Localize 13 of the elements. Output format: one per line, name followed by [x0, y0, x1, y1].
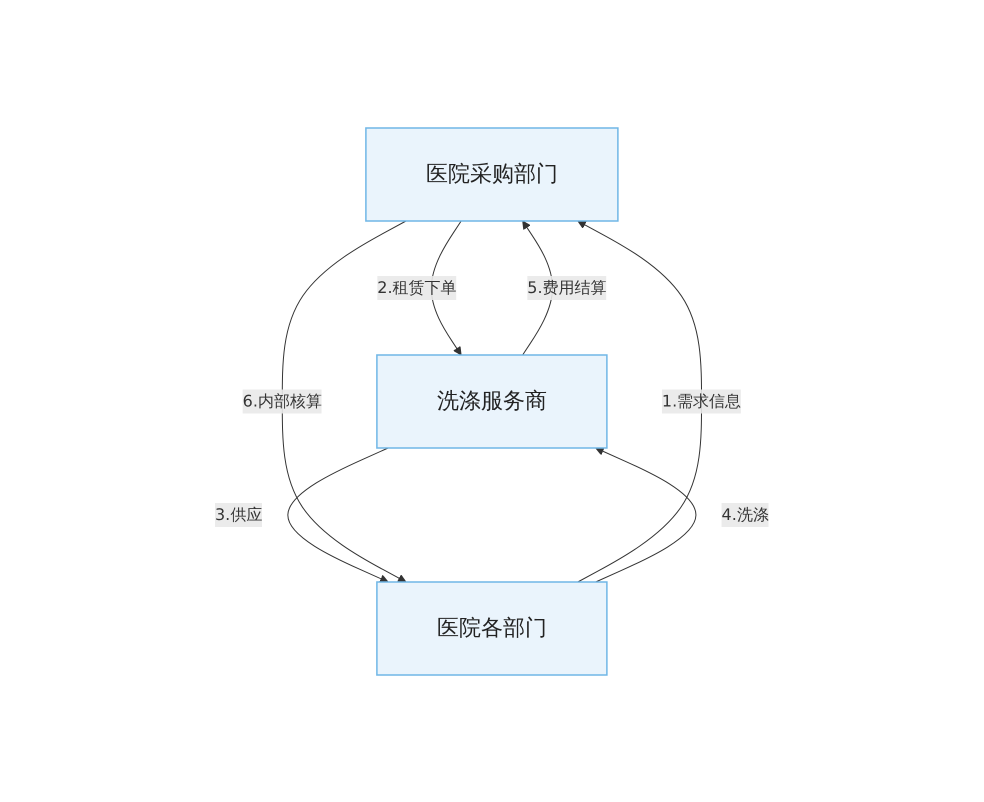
- node-box: 洗涤服务商: [376, 354, 608, 448]
- arrow: [595, 446, 697, 582]
- edge-label: 2.租赁下单: [377, 278, 457, 296]
- edge-label: 6.内部核算: [242, 391, 322, 410]
- edge-label: 4.洗涤: [722, 504, 769, 524]
- arrow: [282, 220, 407, 582]
- arrow: [577, 220, 702, 582]
- edge-label: 3.供应: [215, 504, 262, 524]
- edge-label: 5.费用结算: [527, 278, 607, 296]
- arrow: [287, 447, 389, 582]
- edge-label: 1.需求信息: [662, 391, 742, 410]
- node-box: 医院各部门: [376, 580, 608, 676]
- node-box: 医院采购部门: [365, 126, 619, 222]
